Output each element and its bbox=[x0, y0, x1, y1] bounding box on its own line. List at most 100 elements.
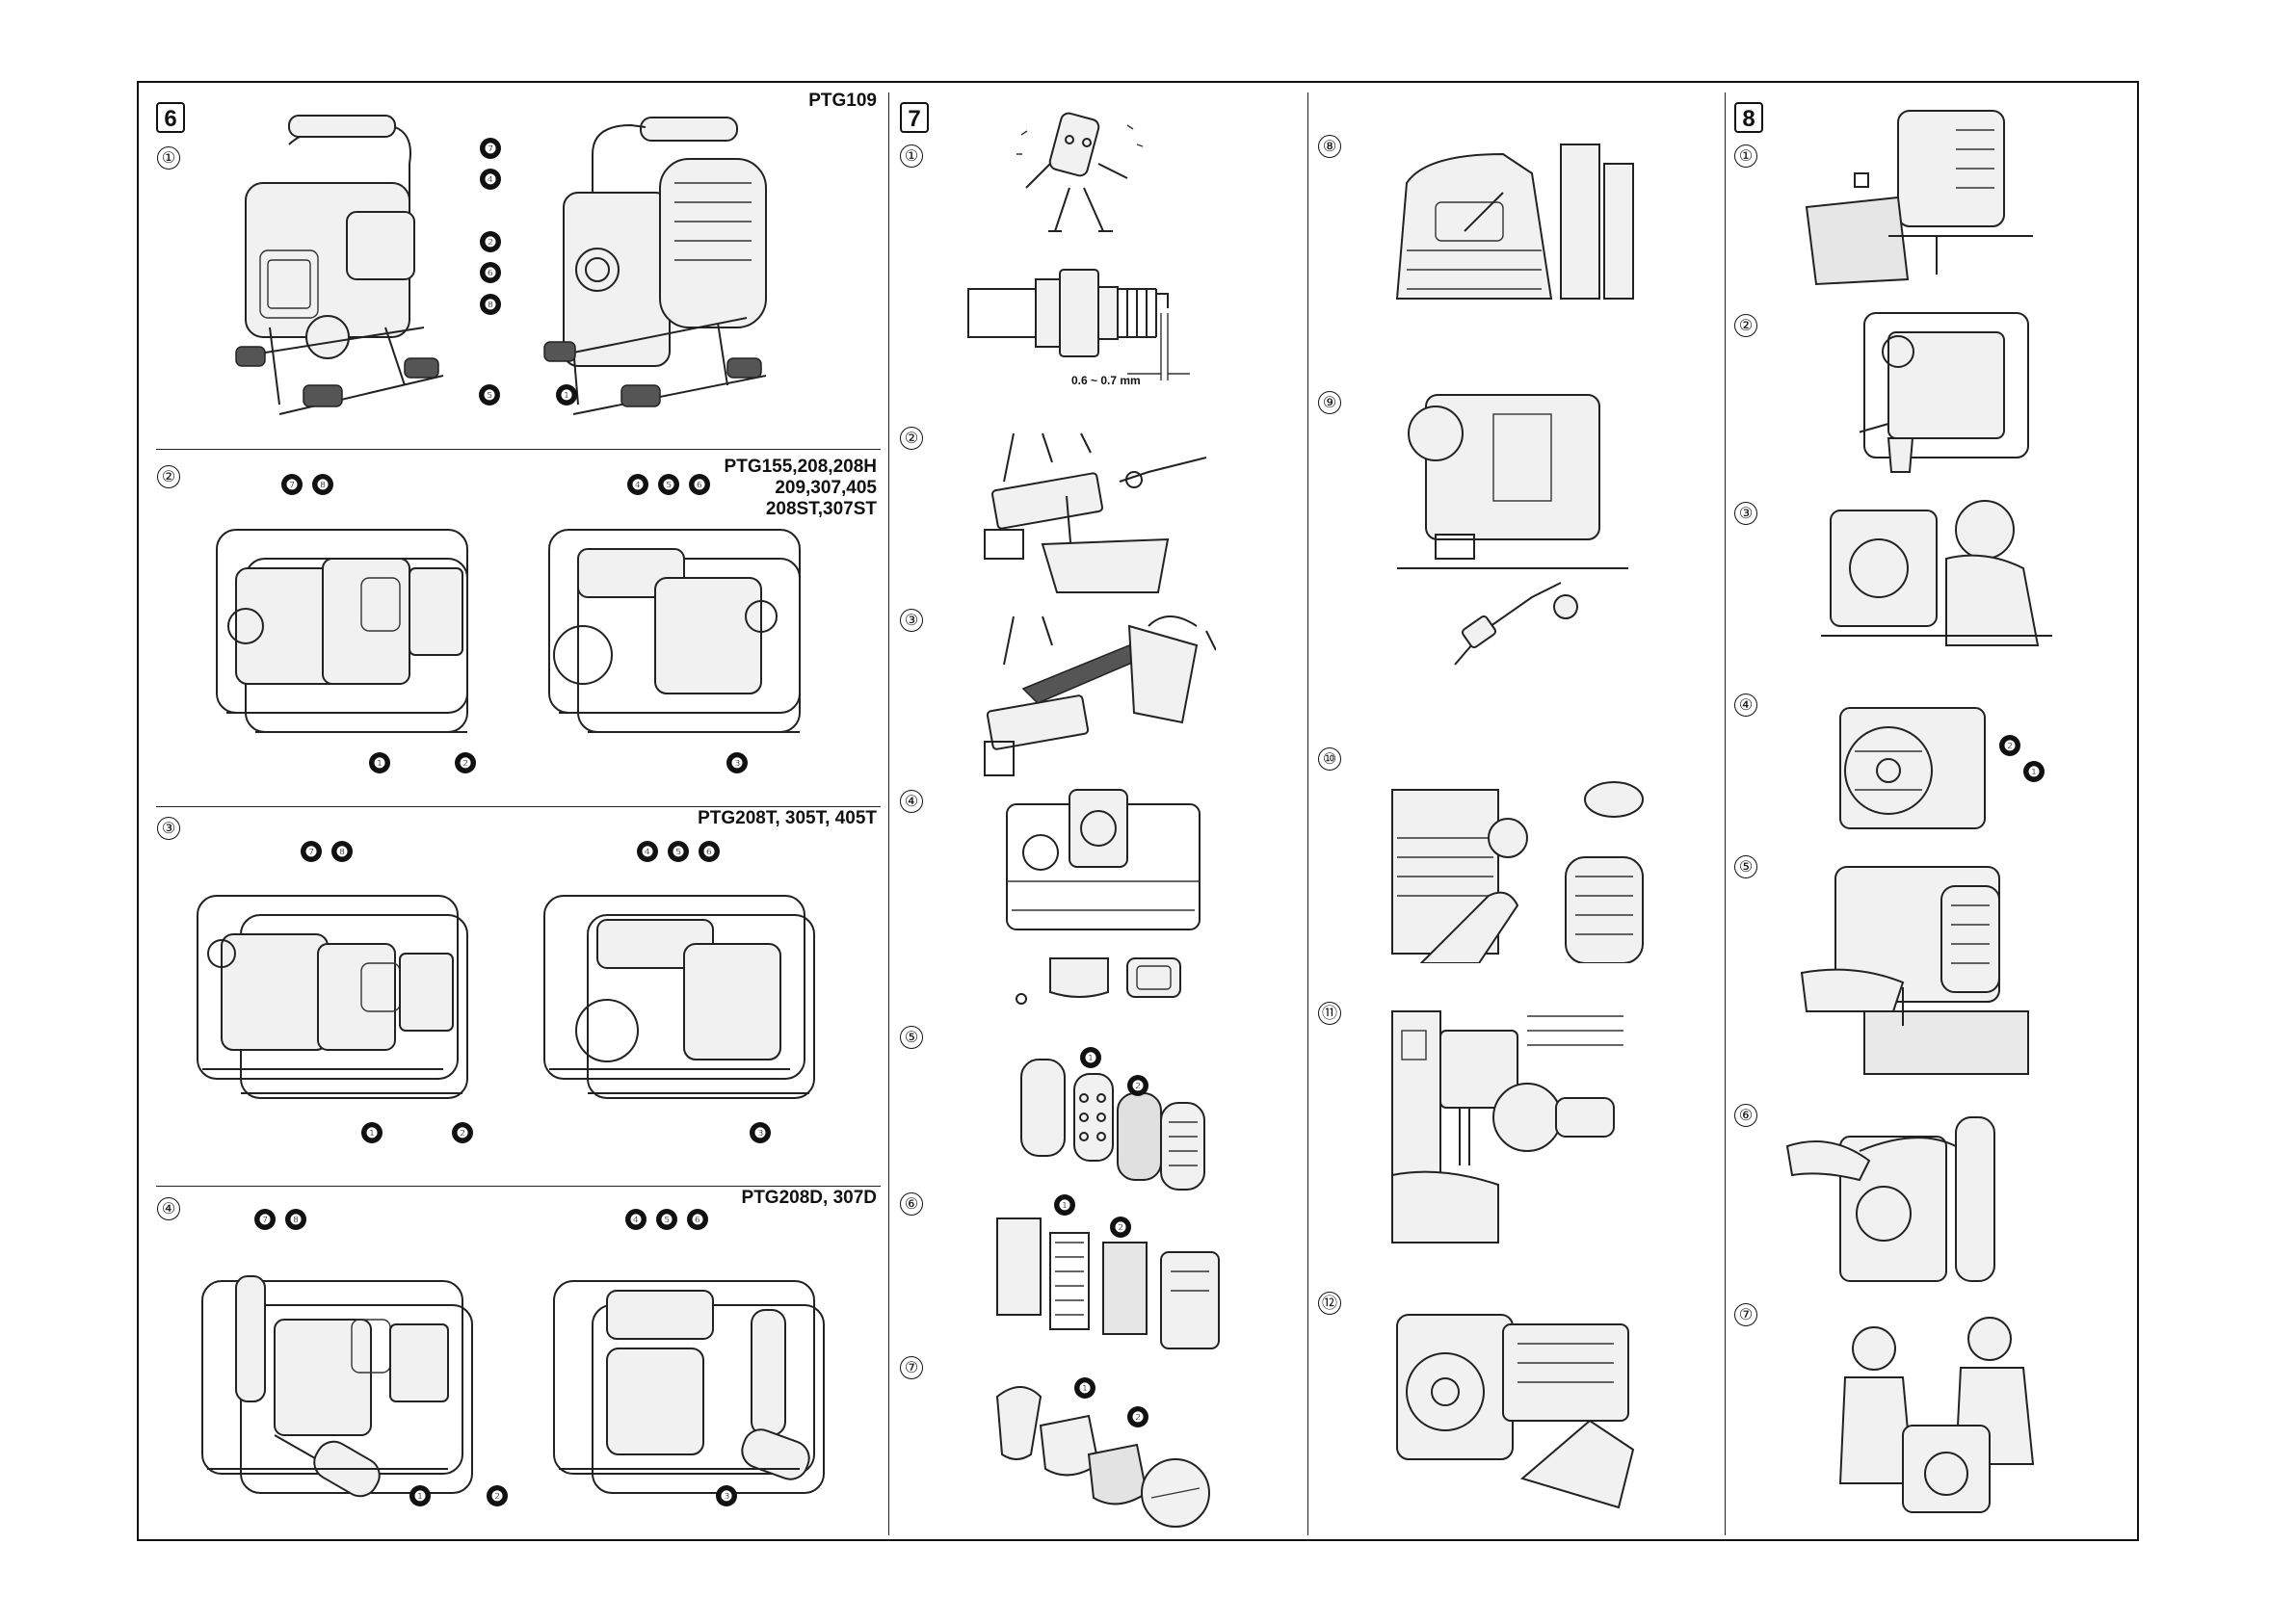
pump-illustration bbox=[540, 877, 819, 1108]
column-divider bbox=[1725, 92, 1726, 1535]
step-number: ③ bbox=[900, 609, 923, 632]
recoil-starter-illustration bbox=[1835, 694, 1990, 838]
row-divider bbox=[156, 449, 881, 450]
fuel-drain-illustration bbox=[975, 424, 1216, 597]
step-number: ③ bbox=[1734, 502, 1757, 525]
callout-4: ❹ bbox=[625, 1209, 647, 1230]
callout-6: ❻ bbox=[689, 474, 710, 495]
callout-1: ❶ bbox=[409, 1485, 431, 1506]
step-number: ⑦ bbox=[1734, 1303, 1757, 1326]
step-number: ② bbox=[157, 465, 180, 488]
callout-5: ❺ bbox=[668, 841, 689, 862]
column-divider bbox=[1307, 92, 1308, 1535]
callout-2: ❷ bbox=[1127, 1406, 1148, 1427]
step-number: ⑪ bbox=[1318, 1002, 1341, 1025]
callout-4: ❹ bbox=[627, 474, 648, 495]
spark-plug-gap-illustration bbox=[963, 260, 1209, 385]
step-number: ⑥ bbox=[900, 1192, 923, 1216]
callout-2: ❷ bbox=[1999, 735, 2020, 756]
step-number: ⑤ bbox=[1734, 855, 1757, 878]
callout-6: ❻ bbox=[480, 262, 501, 283]
air-filter-parts-illustration bbox=[992, 1377, 1224, 1531]
pump-illustration bbox=[222, 106, 453, 419]
callout-1: ❶ bbox=[1054, 1194, 1075, 1216]
oil-drain-illustration bbox=[1797, 857, 2038, 1079]
callout-4: ❹ bbox=[637, 841, 658, 862]
callout-7: ❼ bbox=[301, 841, 322, 862]
callout-1: ❶ bbox=[1080, 1047, 1101, 1068]
row-divider bbox=[156, 1186, 881, 1187]
callout-1: ❶ bbox=[361, 1122, 383, 1143]
callout-5: ❺ bbox=[479, 384, 500, 406]
callout-7: ❼ bbox=[480, 138, 501, 159]
model-label: PTG208T, 305T, 405T bbox=[578, 808, 877, 829]
step-number: ④ bbox=[900, 790, 923, 813]
service-dealer-illustration bbox=[1831, 1300, 2043, 1531]
callout-5: ❺ bbox=[656, 1209, 677, 1230]
pump-illustration bbox=[193, 877, 472, 1108]
callout-3: ❸ bbox=[716, 1485, 737, 1506]
operator-inspection-illustration bbox=[1821, 491, 2052, 655]
callout-8: ❽ bbox=[331, 841, 353, 862]
section-number: 8 bbox=[1734, 102, 1763, 133]
callout-6: ❻ bbox=[687, 1209, 708, 1230]
air-cleaner-illustration bbox=[1002, 785, 1204, 1016]
fuel-refill-illustration bbox=[975, 607, 1216, 780]
engine-side-illustration bbox=[1378, 1286, 1638, 1512]
callout-4: ❹ bbox=[480, 169, 501, 190]
step-number: ⑥ bbox=[1734, 1104, 1757, 1127]
step-number: ① bbox=[157, 146, 180, 170]
step-number: ④ bbox=[157, 1197, 180, 1220]
callout-1: ❶ bbox=[1074, 1377, 1095, 1399]
model-label: PTG208D, 307D bbox=[617, 1188, 877, 1209]
callout-2: ❷ bbox=[455, 752, 476, 773]
air-filter-parts-illustration bbox=[992, 1214, 1224, 1358]
callout-7: ❼ bbox=[281, 474, 303, 495]
callout-8: ❽ bbox=[312, 474, 333, 495]
step-number: ⑧ bbox=[1318, 135, 1341, 158]
step-number: ① bbox=[900, 144, 923, 168]
section-number: 7 bbox=[900, 102, 929, 133]
step-number: ⑨ bbox=[1318, 391, 1341, 414]
section-number: 6 bbox=[156, 102, 185, 133]
air-filter-parts-illustration bbox=[1016, 1050, 1209, 1194]
pump-illustration bbox=[540, 510, 809, 742]
step-number: ⑦ bbox=[900, 1356, 923, 1379]
callout-5: ❺ bbox=[658, 474, 679, 495]
callout-2: ❷ bbox=[452, 1122, 473, 1143]
callout-2: ❷ bbox=[480, 231, 501, 252]
column-divider bbox=[888, 92, 889, 1535]
storage-illustration bbox=[1802, 101, 2038, 289]
step-number: ② bbox=[900, 427, 923, 450]
pump-illustration bbox=[207, 510, 477, 742]
spark-plug-gap-label: 0.6 ~ 0.7 mm bbox=[1071, 374, 1141, 387]
callout-2: ❷ bbox=[1127, 1075, 1148, 1096]
step-number: ② bbox=[1734, 314, 1757, 337]
step-number: ⑤ bbox=[900, 1026, 923, 1049]
pump-illustration bbox=[535, 106, 776, 419]
callout-3: ❸ bbox=[750, 1122, 771, 1143]
carburetor-illustration bbox=[1383, 1002, 1633, 1252]
callout-2: ❷ bbox=[1110, 1217, 1131, 1238]
step-number: ③ bbox=[157, 817, 180, 840]
step-number: ④ bbox=[1734, 694, 1757, 717]
callout-6: ❻ bbox=[699, 841, 720, 862]
callout-7: ❼ bbox=[254, 1209, 276, 1230]
engine-cover-illustration bbox=[1387, 125, 1638, 308]
row-divider bbox=[156, 806, 881, 807]
spark-plug-character-illustration bbox=[1002, 96, 1156, 250]
pump-illustration bbox=[549, 1252, 829, 1503]
footer-strip bbox=[0, 1612, 2296, 1620]
callout-8: ❽ bbox=[480, 294, 501, 315]
callout-1: ❶ bbox=[2023, 761, 2045, 782]
callout-1: ❶ bbox=[369, 752, 390, 773]
pump-illustration bbox=[198, 1252, 477, 1503]
pump-cleaning-illustration bbox=[1782, 1108, 2033, 1286]
step-number: ⑫ bbox=[1318, 1292, 1341, 1315]
step-number: ⑩ bbox=[1318, 747, 1341, 771]
step-number: ① bbox=[1734, 144, 1757, 168]
callout-2: ❷ bbox=[487, 1485, 508, 1506]
callout-8: ❽ bbox=[285, 1209, 306, 1230]
fuel-cap-illustration bbox=[1383, 771, 1652, 963]
fuel-filter-illustration bbox=[1397, 376, 1628, 674]
